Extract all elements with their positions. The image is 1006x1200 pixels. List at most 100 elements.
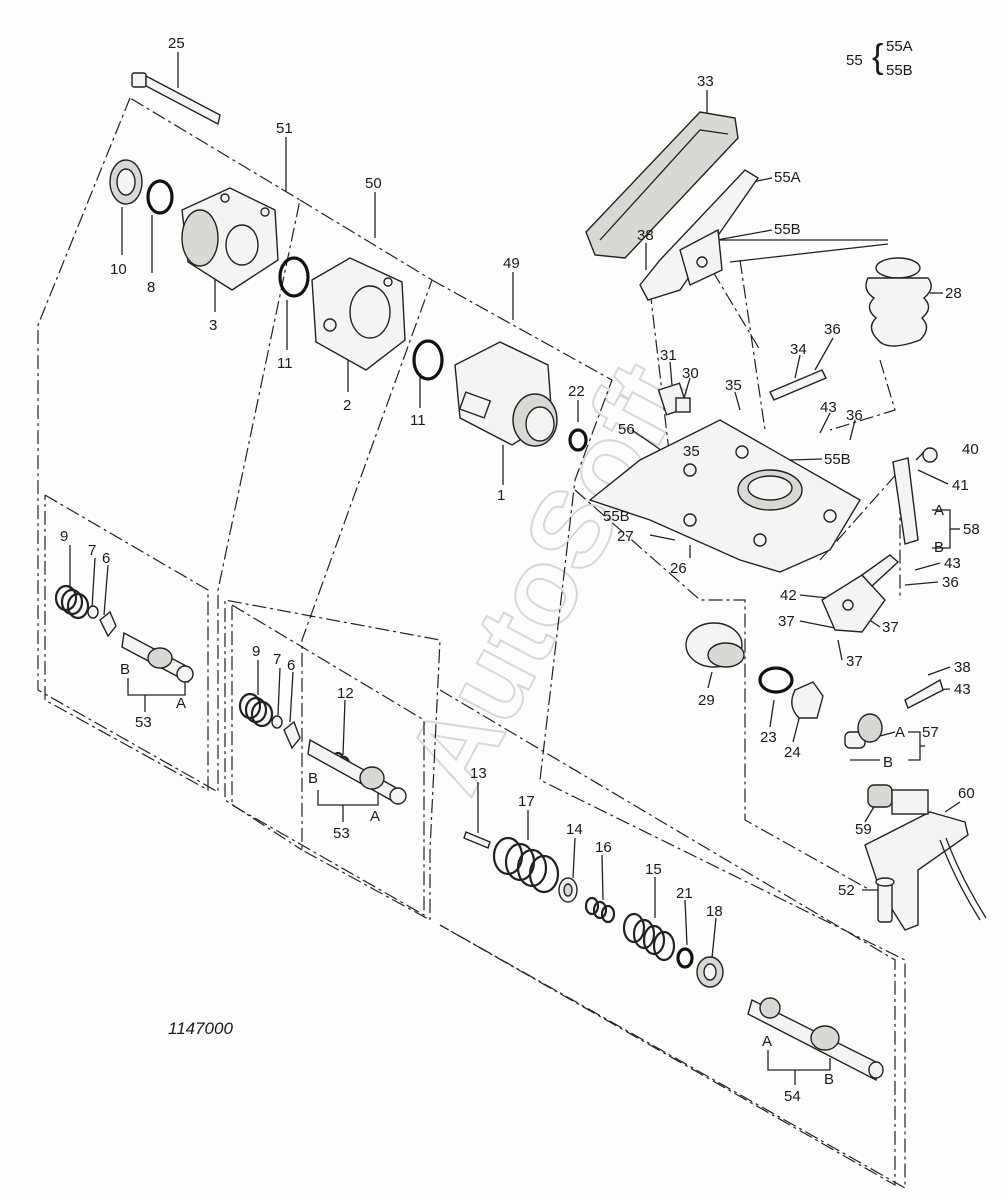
part-23-ring <box>758 666 794 694</box>
part-28-boot <box>865 257 932 347</box>
part-58-link <box>892 447 938 545</box>
part-14-retainer <box>558 877 578 903</box>
part-11-oring-a <box>278 256 310 298</box>
part-16-spring <box>584 896 616 924</box>
part-55B-pedal-bracket <box>679 228 723 286</box>
callout-54-b: B <box>824 1071 834 1088</box>
callout-26: 26 <box>670 560 687 577</box>
part-9-spring-mid <box>238 692 274 728</box>
part-29-cap <box>685 622 745 668</box>
callout-18: 18 <box>706 903 723 920</box>
part-34-pin <box>769 369 827 401</box>
part-10-nut <box>109 159 143 205</box>
callout-35-a: 35 <box>725 377 742 394</box>
part-18-seal <box>696 956 724 988</box>
callout-6-left: 6 <box>102 550 110 567</box>
callout-33: 33 <box>697 73 714 90</box>
part-8-oring <box>146 179 174 215</box>
callout-27: 27 <box>617 528 634 545</box>
legend-brace: { <box>872 38 883 76</box>
part-24-clip <box>791 681 824 719</box>
callout-58-b: B <box>934 539 944 556</box>
part-3-housing <box>181 187 279 291</box>
callout-9-left: 9 <box>60 528 68 545</box>
callout-57-a: A <box>895 724 905 741</box>
callout-14: 14 <box>566 821 583 838</box>
callout-43-a: 43 <box>820 399 837 416</box>
callout-23: 23 <box>760 729 777 746</box>
callout-6-mid: 6 <box>287 657 295 674</box>
callout-38-b: 38 <box>954 659 971 676</box>
part-13-pin <box>463 831 491 849</box>
callout-36-a: 36 <box>824 321 841 338</box>
part-6-seal-left <box>99 610 117 638</box>
callout-13: 13 <box>470 765 487 782</box>
part-43-pin <box>904 678 944 709</box>
legend-b-label: 55B <box>886 62 913 79</box>
callout-53-left-a: A <box>176 695 186 712</box>
callout-1: 1 <box>497 487 505 504</box>
callout-57: 57 <box>922 724 939 741</box>
callout-11-b: 11 <box>410 412 426 429</box>
callout-53-mid-a: A <box>370 808 380 825</box>
callout-60: 60 <box>958 785 975 802</box>
part-57-rod <box>844 713 883 749</box>
part-21-ring <box>676 947 694 969</box>
part-25-bolt <box>131 72 221 126</box>
callout-53-left-b: B <box>120 661 130 678</box>
callout-50: 50 <box>365 175 382 192</box>
callout-2: 2 <box>343 397 351 414</box>
callout-54-a: A <box>762 1033 772 1050</box>
callout-16: 16 <box>595 839 612 856</box>
callout-22: 22 <box>568 383 585 400</box>
part-52-pin <box>875 877 895 923</box>
callout-8: 8 <box>147 279 155 296</box>
callout-57-b: B <box>883 754 893 771</box>
callout-21: 21 <box>676 885 693 902</box>
callout-15: 15 <box>645 861 662 878</box>
callout-36-c: 36 <box>942 574 959 591</box>
callout-58: 58 <box>963 521 980 538</box>
callout-3: 3 <box>209 317 217 334</box>
part-7-washer-left <box>87 605 99 619</box>
callout-42: 42 <box>780 587 797 604</box>
callout-9-mid: 9 <box>252 643 260 660</box>
legend-a-label: 55A <box>886 38 913 55</box>
callout-59: 59 <box>855 821 872 838</box>
callout-53-mid: 53 <box>333 825 350 842</box>
part-7-washer-mid <box>271 715 283 729</box>
callout-55B-left: 55B <box>603 508 630 525</box>
callout-56: 56 <box>618 421 635 438</box>
callout-11-a: 11 <box>277 355 293 372</box>
callout-40: 40 <box>962 441 979 458</box>
callout-35-b: 35 <box>683 443 700 460</box>
callout-55A: 55A <box>774 169 801 186</box>
part-59-switch <box>867 784 929 815</box>
part-1-master-cylinder <box>454 341 558 447</box>
part-22-washer <box>568 428 588 452</box>
callout-54: 54 <box>784 1088 801 1105</box>
callout-37-b: 37 <box>882 619 899 636</box>
part-53-piston-mid <box>307 738 407 806</box>
drawing-code: 1147000 <box>168 1019 233 1038</box>
callout-41: 41 <box>952 477 969 494</box>
part-42-lever <box>821 554 900 633</box>
part-17-spring <box>492 836 560 894</box>
group-boundary-lines <box>37 97 906 1190</box>
callout-37-c: 37 <box>846 653 863 670</box>
callout-43-c: 43 <box>954 681 971 698</box>
callout-10: 10 <box>110 261 127 278</box>
callout-55B-mid: 55B <box>824 451 851 468</box>
callout-labels: 25 51 50 49 33 10 8 3 11 2 11 1 22 55A 5… <box>60 35 980 1105</box>
callout-31: 31 <box>660 347 677 364</box>
part-11-oring-b <box>412 339 444 381</box>
callout-37-a: 37 <box>778 613 795 630</box>
callout-24: 24 <box>784 744 801 761</box>
callout-58-a: A <box>934 502 944 519</box>
leader-lines <box>69 52 961 1085</box>
callout-53-mid-b: B <box>308 770 318 787</box>
callout-55B-top: 55B <box>774 221 801 238</box>
callout-34: 34 <box>790 341 807 358</box>
